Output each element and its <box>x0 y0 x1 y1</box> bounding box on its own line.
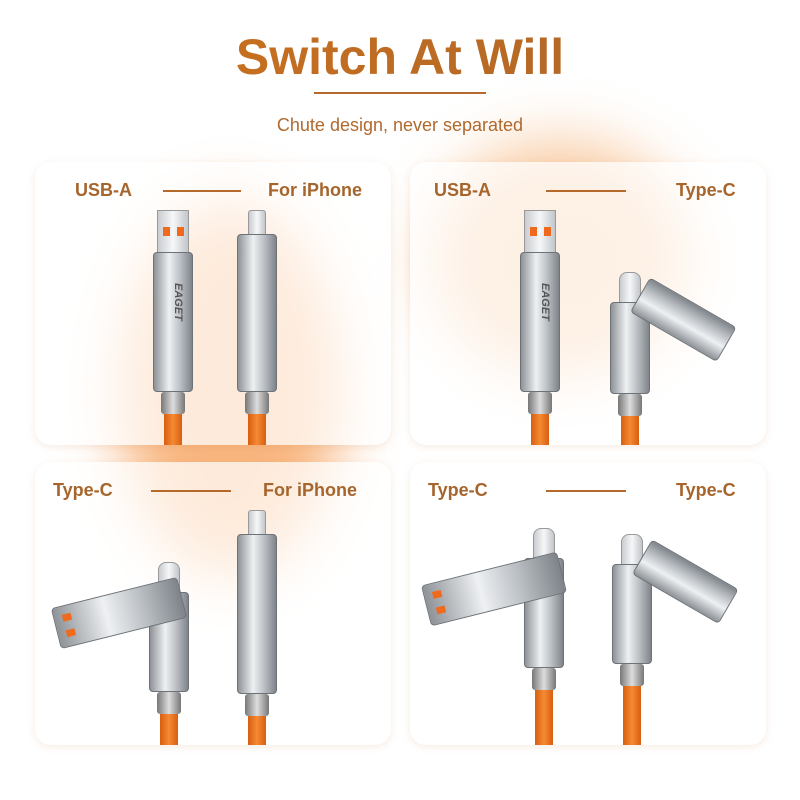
type-c-connector <box>420 528 568 745</box>
panel-usba-iphone: USB-A For iPhone EAGET <box>35 162 391 445</box>
cable-neck <box>528 392 552 414</box>
orange-cable <box>535 690 553 745</box>
usb-a-connector: EAGET <box>153 210 193 445</box>
orange-cable <box>531 414 549 445</box>
cable-neck <box>157 692 181 714</box>
label-right: For iPhone <box>263 480 357 500</box>
label-right: Type-C <box>676 480 736 500</box>
orange-cable <box>160 714 178 745</box>
label-left: USB-A <box>75 180 132 200</box>
panel-typec-typec: Type-C Type-C <box>410 462 766 745</box>
metal-housing: EAGET <box>520 252 560 392</box>
label-divider <box>151 490 231 492</box>
label-divider <box>546 490 626 492</box>
cable-neck <box>245 694 269 716</box>
label-right: Type-C <box>676 180 736 200</box>
label-left: Type-C <box>53 480 113 500</box>
subtitle: Chute design, never separated <box>276 115 524 135</box>
cable-neck <box>618 394 642 416</box>
label-right: For iPhone <box>268 180 362 200</box>
cable-neck <box>620 664 644 686</box>
orange-cable <box>248 716 266 745</box>
label-left: USB-A <box>434 180 491 200</box>
title-divider <box>314 92 486 94</box>
cable-neck <box>532 668 556 690</box>
label-divider <box>163 190 241 192</box>
orange-cable <box>621 416 639 445</box>
panel-typec-iphone: Type-C For iPhone <box>35 462 391 745</box>
metal-housing <box>237 234 277 392</box>
brand-logo: EAGET <box>539 283 551 321</box>
brand-logo: EAGET <box>172 283 184 321</box>
orange-cable <box>164 414 182 445</box>
label-left: Type-C <box>428 480 488 500</box>
label-divider <box>546 190 626 192</box>
panel-usba-typec: USB-A Type-C EAGET <box>410 162 766 445</box>
type-c-connector <box>50 562 189 745</box>
lightning-connector <box>237 210 277 445</box>
cable-neck <box>245 392 269 414</box>
usb-a-connector: EAGET <box>520 210 560 445</box>
metal-housing: EAGET <box>153 252 193 392</box>
page-title: Switch At Will <box>0 28 800 86</box>
metal-housing <box>237 534 277 694</box>
orange-cable <box>623 686 641 745</box>
type-c-connector <box>610 272 737 445</box>
type-c-connector <box>612 534 739 745</box>
lightning-connector <box>237 510 277 745</box>
cable-neck <box>161 392 185 414</box>
orange-cable <box>248 414 266 445</box>
